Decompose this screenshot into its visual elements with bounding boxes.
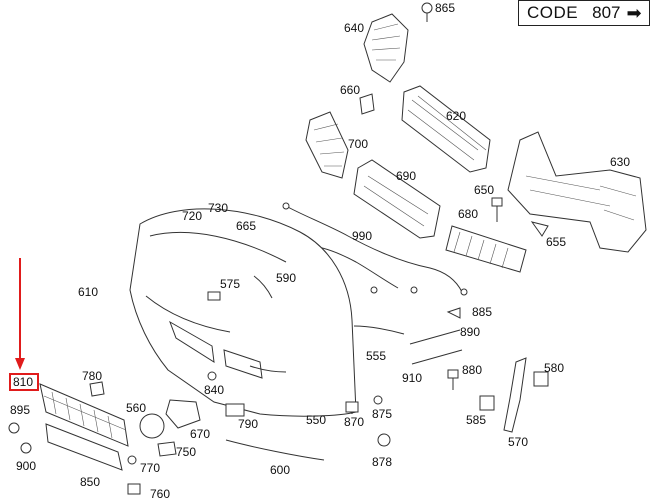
part-865-screw: [421, 2, 433, 22]
part-895-screw: [8, 422, 20, 434]
part-label-555[interactable]: 555: [366, 349, 386, 363]
part-875-washer: [373, 395, 383, 405]
part-label-700[interactable]: 700: [348, 137, 368, 151]
part-label-580[interactable]: 580: [544, 361, 564, 375]
part-790-bracket: [225, 403, 245, 417]
part-810-grille: [39, 383, 129, 447]
part-655-piece: [530, 221, 549, 237]
part-label-760[interactable]: 760: [150, 487, 170, 501]
part-label-720[interactable]: 720: [182, 209, 202, 223]
part-label-840[interactable]: 840: [204, 383, 224, 397]
part-label-680[interactable]: 680: [458, 207, 478, 221]
part-890-trim: [409, 329, 461, 345]
part-label-900[interactable]: 900: [16, 459, 36, 473]
part-label-650[interactable]: 650: [474, 183, 494, 197]
part-label-590[interactable]: 590: [276, 271, 296, 285]
part-878-fastener: [377, 433, 391, 447]
part-label-660[interactable]: 660: [340, 83, 360, 97]
part-770-screw: [127, 455, 137, 465]
part-700-guide: [305, 111, 349, 179]
part-label-570[interactable]: 570: [508, 435, 528, 449]
part-label-780[interactable]: 780: [82, 369, 102, 383]
part-label-690[interactable]: 690: [396, 169, 416, 183]
highlight-box: [9, 373, 39, 391]
part-label-655[interactable]: 655: [546, 235, 566, 249]
part-590-strip: [253, 275, 273, 299]
part-660-clip: [359, 93, 375, 115]
part-label-875[interactable]: 875: [372, 407, 392, 421]
part-630-bracket: [507, 131, 647, 253]
part-label-890[interactable]: 890: [460, 325, 480, 339]
part-780-holder: [89, 381, 105, 397]
part-label-560[interactable]: 560: [126, 401, 146, 415]
arrow-down-icon: [15, 358, 25, 370]
part-label-600[interactable]: 600: [270, 463, 290, 477]
part-label-990[interactable]: 990: [352, 229, 372, 243]
part-label-810[interactable]: 810: [13, 375, 33, 389]
part-585-clip: [479, 395, 495, 411]
part-990-harness: [285, 205, 463, 293]
highlight-810[interactable]: 810: [9, 258, 39, 391]
code-value: 807: [592, 3, 621, 22]
part-label-750[interactable]: 750: [176, 445, 196, 459]
code-reference-box[interactable]: CODE 807 ➡: [518, 0, 650, 26]
part-620-bracket: [401, 85, 491, 173]
part-885-clip: [446, 307, 461, 319]
part-label-620[interactable]: 620: [446, 109, 466, 123]
part-690-absorber: [353, 159, 441, 239]
part-760-clip: [127, 483, 141, 495]
part-label-770[interactable]: 770: [140, 461, 160, 475]
part-label-910[interactable]: 910: [402, 371, 422, 385]
part-label-865[interactable]: 865: [435, 1, 455, 15]
part-550-bumper-cover: [129, 208, 357, 417]
part-555-trim: [353, 325, 405, 335]
part-850-trim: [45, 423, 123, 471]
part-840-bolt: [207, 371, 217, 381]
part-570-strip: [503, 357, 527, 433]
part-label-880[interactable]: 880: [462, 363, 482, 377]
part-900-screw: [20, 442, 32, 454]
arrow-right-icon: ➡: [626, 3, 642, 23]
part-580-clip: [533, 371, 549, 387]
part-label-575[interactable]: 575: [220, 277, 240, 291]
part-label-895[interactable]: 895: [10, 403, 30, 417]
part-label-610[interactable]: 610: [78, 285, 98, 299]
part-910-trim: [411, 349, 463, 365]
part-label-630[interactable]: 630: [610, 155, 630, 169]
part-label-670[interactable]: 670: [190, 427, 210, 441]
part-label-640[interactable]: 640: [344, 21, 364, 35]
part-label-585[interactable]: 585: [466, 413, 486, 427]
part-560-ring: [139, 413, 165, 439]
part-label-790[interactable]: 790: [238, 417, 258, 431]
part-label-885[interactable]: 885: [472, 305, 492, 319]
part-label-730[interactable]: 730: [208, 201, 228, 215]
part-label-878[interactable]: 878: [372, 455, 392, 469]
part-label-665[interactable]: 665: [236, 219, 256, 233]
part-640-bracket: [363, 13, 409, 83]
part-880-bolt: [447, 369, 459, 390]
part-575-bracket: [207, 291, 221, 301]
part-600-strip: [225, 439, 325, 461]
part-680-insert: [445, 225, 527, 273]
code-label: CODE: [527, 3, 579, 22]
part-870-bolt: [345, 401, 359, 414]
part-label-870[interactable]: 870: [344, 415, 364, 429]
part-label-850[interactable]: 850: [80, 475, 100, 489]
part-750-piece: [157, 441, 177, 457]
part-label-550[interactable]: 550: [306, 413, 326, 427]
part-650-bolt: [491, 197, 503, 222]
part-670-cover: [165, 399, 201, 429]
